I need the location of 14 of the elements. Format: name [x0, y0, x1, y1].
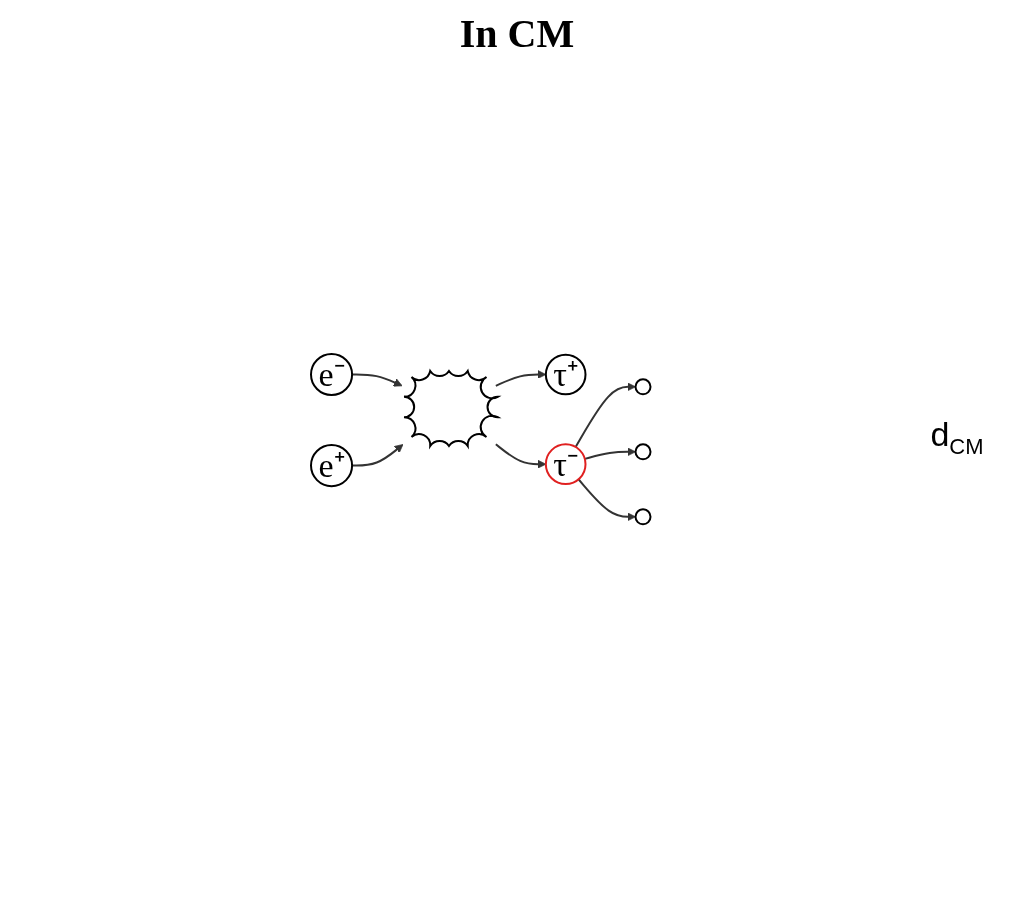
diagram-title: In CM — [458, 10, 576, 57]
node-circle — [634, 378, 652, 396]
arrow — [494, 443, 546, 469]
node-circle: τ⁺ — [544, 354, 587, 396]
node-circle: e⁻ — [309, 353, 353, 397]
arrow — [574, 382, 636, 449]
node-star — [402, 370, 499, 448]
arrow — [577, 478, 636, 522]
dimension-label: d$_{CM}$ — [930, 414, 984, 460]
arrow — [494, 370, 546, 388]
node-circle: e⁺ — [309, 444, 353, 488]
node-circle — [634, 443, 652, 461]
node-circle: τ⁻ — [544, 443, 587, 486]
node-circle — [634, 508, 652, 526]
